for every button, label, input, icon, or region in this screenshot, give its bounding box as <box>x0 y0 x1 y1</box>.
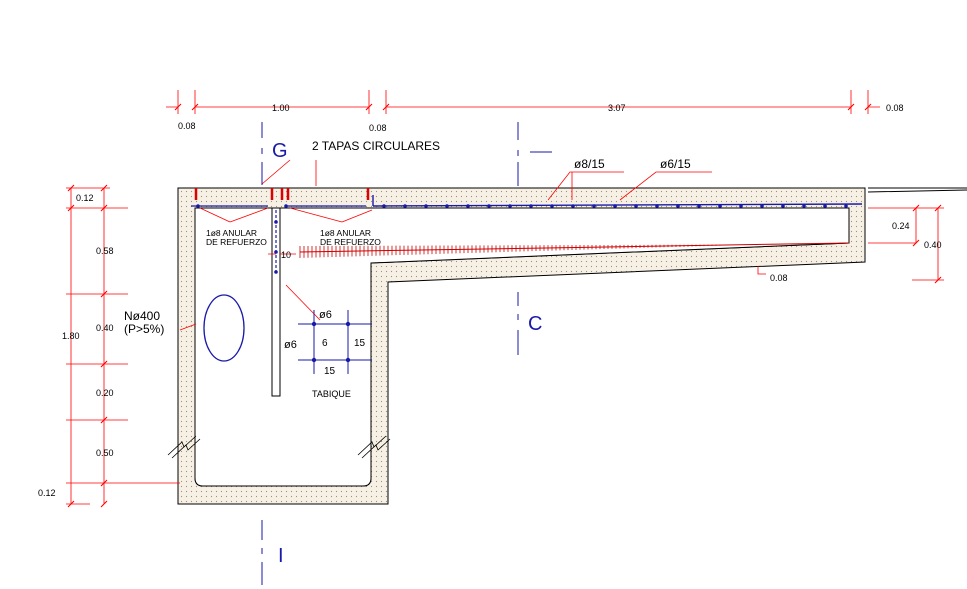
section-c-mark: C <box>528 313 542 335</box>
tabique-label: TABIQUE <box>312 389 351 399</box>
break-line-left <box>167 435 201 459</box>
ground-line <box>867 187 967 193</box>
labels: 2 TAPAS CIRCULARES ø8/15 ø6/15 1ø8 ANULA… <box>38 103 942 567</box>
section-g-mark: G <box>272 140 288 162</box>
dim-left-total: 1.80 <box>62 331 80 341</box>
tabique-bar-left: ø6 <box>284 339 297 351</box>
tabique-dim-bottom: 15 <box>324 366 336 377</box>
tab-width-label: 10 <box>281 250 291 260</box>
dim-left-3: 0.20 <box>96 388 114 398</box>
anular-left-line2: DE REFUERZO <box>206 237 267 247</box>
dim-top-2: 0.08 <box>369 123 387 133</box>
dim-left-0: 0.12 <box>76 193 94 203</box>
section-i-mark: I <box>278 545 284 567</box>
soffit-line <box>299 242 850 253</box>
tabique-dim-right: 15 <box>354 338 366 349</box>
dimensions <box>66 90 944 505</box>
rebar-dots <box>196 204 848 274</box>
tabique-detail <box>298 310 372 374</box>
dim-right-slab: 0.24 <box>892 221 910 231</box>
dim-top-1: 1.00 <box>272 103 290 113</box>
dim-right-total: 0.40 <box>924 240 942 250</box>
rebar <box>191 188 863 274</box>
top-slab-rebar <box>372 195 863 207</box>
anular-right-line2: DE REFUERZO <box>320 237 381 247</box>
pipe-label-2: (P>5%) <box>124 322 164 336</box>
rebar-main-label: ø8/15 <box>574 157 605 171</box>
section-cuts <box>261 122 552 585</box>
pipe-label-1: Nø400 <box>124 309 160 323</box>
break-line-right <box>357 435 391 459</box>
anular-right-line1: 1ø8 ANULAR <box>320 228 371 238</box>
dim-left-5: 0.12 <box>38 488 56 498</box>
dimension-ticks <box>67 103 942 508</box>
anular-left-line1: 1ø8 ANULAR <box>206 228 257 238</box>
dim-slab-tip: 0.08 <box>770 273 788 283</box>
pipe-opening <box>203 294 245 362</box>
concrete-structure <box>167 187 967 505</box>
partition-wall <box>271 207 281 397</box>
dim-top-0: 0.08 <box>178 121 196 131</box>
tapas-label: 2 TAPAS CIRCULARES <box>312 139 440 153</box>
dim-top-4: 0.08 <box>886 103 904 113</box>
dim-left-1: 0.58 <box>96 246 114 256</box>
rebar-secondary-label: ø6/15 <box>660 157 691 171</box>
tabique-dim-center: 6 <box>322 338 328 349</box>
dim-left-4: 0.50 <box>96 448 114 458</box>
dim-left-2: 0.40 <box>96 323 114 333</box>
tabique-bar-top: ø6 <box>319 309 332 321</box>
dim-top-3: 3.07 <box>608 103 626 113</box>
chamber-cavity <box>194 207 850 487</box>
cover-markers <box>194 188 370 200</box>
